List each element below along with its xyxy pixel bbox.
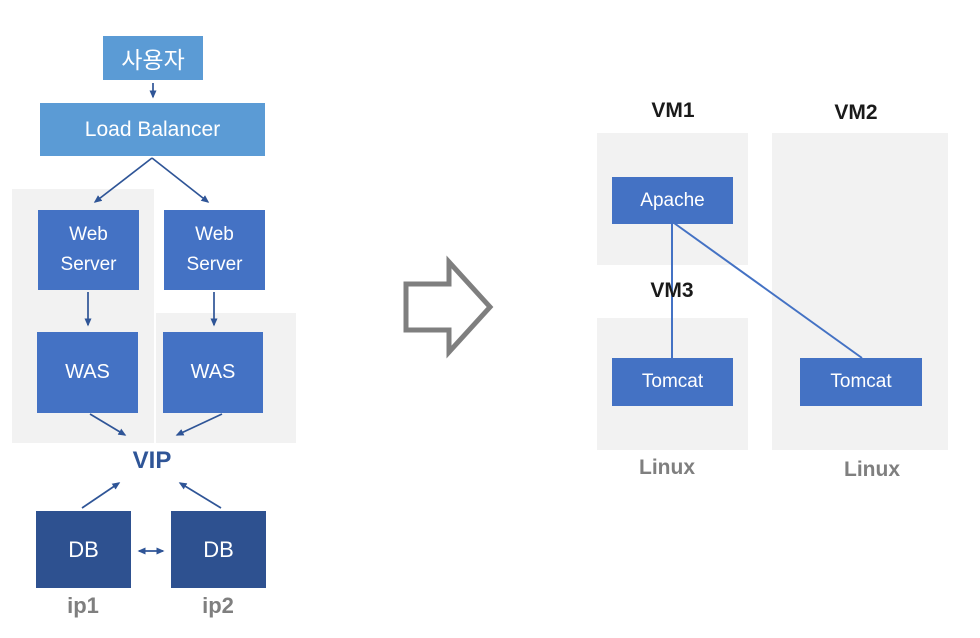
arrow-db1-to-vip bbox=[81, 482, 121, 509]
web-server-1-box: Web Server bbox=[38, 210, 139, 290]
arrow-lb-to-webserver2 bbox=[151, 157, 210, 203]
tomcat-1-box: Tomcat bbox=[612, 358, 733, 406]
arrow-was1-to-vip bbox=[89, 413, 127, 436]
was-2-box: WAS bbox=[163, 332, 263, 413]
was-1-box: WAS bbox=[37, 332, 138, 413]
tomcat-2-box: Tomcat bbox=[800, 358, 922, 406]
apache-box: Apache bbox=[612, 177, 733, 224]
arrow-lb-to-webserver1 bbox=[93, 157, 153, 203]
load-balancer-box: Load Balancer bbox=[40, 103, 265, 156]
db-1-box: DB bbox=[36, 511, 131, 588]
arrow-was2-to-vip bbox=[175, 413, 223, 436]
db-2-box: DB bbox=[171, 511, 266, 588]
arrow-db2-to-vip bbox=[178, 482, 222, 509]
linux-1-label: Linux bbox=[639, 456, 695, 479]
vm1-label: VM1 bbox=[651, 99, 695, 122]
line-apache-to-tomcat2 bbox=[673, 222, 863, 359]
vip-label: VIP bbox=[132, 447, 172, 474]
web-server-2-box: Web Server bbox=[164, 210, 265, 290]
ip2-label: ip2 bbox=[202, 593, 234, 618]
migration-arrow-icon bbox=[403, 255, 494, 359]
vm3-label: VM3 bbox=[650, 279, 694, 302]
linux-2-label: Linux bbox=[844, 458, 900, 481]
user-box: 사용자 bbox=[103, 36, 203, 80]
vm2-label: VM2 bbox=[834, 101, 878, 124]
ip1-label: ip1 bbox=[67, 593, 99, 618]
